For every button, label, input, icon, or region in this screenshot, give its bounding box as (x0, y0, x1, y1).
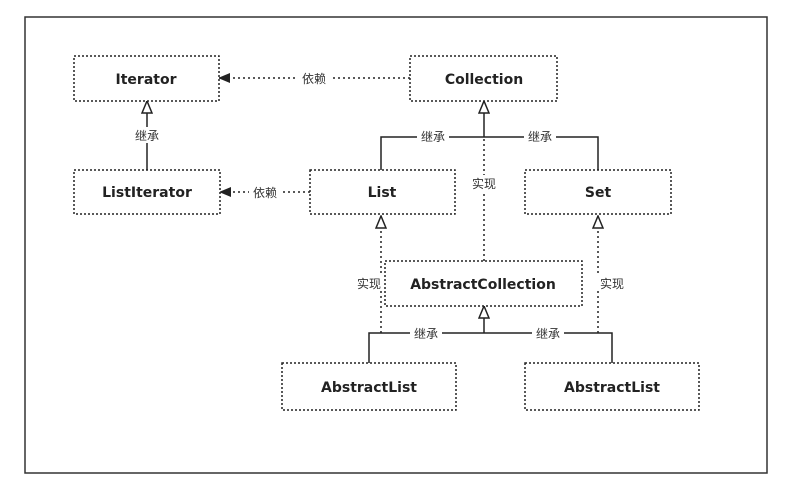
node-label: AbstractList (564, 380, 660, 396)
node-abstract-list-left[interactable]: AbstractList (281, 362, 457, 411)
edge-label-depends: 依赖 (253, 185, 277, 200)
node-label: List (368, 185, 397, 201)
node-label: AbstractCollection (410, 277, 556, 293)
edge-abstract-list-left-implements-list: 实现 (353, 216, 385, 333)
node-list-iterator[interactable]: ListIterator (73, 169, 221, 215)
node-iterator[interactable]: Iterator (73, 55, 220, 102)
edge-label-implements: 实现 (472, 176, 496, 191)
node-label: ListIterator (102, 185, 192, 201)
edge-collection-depends-iterator: 依赖 (218, 70, 410, 86)
edge-label-inherits: 继承 (421, 130, 445, 144)
edge-abstract-list-right-implements-set: 实现 (596, 216, 628, 333)
node-label: Set (585, 185, 612, 201)
edge-label-inherits: 继承 (414, 327, 438, 341)
edge-list-set-inherit-collection: 继承 继承 (380, 101, 599, 170)
node-label: Iterator (116, 72, 177, 88)
edge-label-inherits: 继承 (536, 327, 560, 341)
edge-list-depends-list-iterator: 依赖 (219, 184, 310, 200)
node-abstract-list-right[interactable]: AbstractList (524, 362, 700, 411)
node-collection[interactable]: Collection (409, 55, 558, 102)
edge-label-inherits: 继承 (135, 129, 159, 143)
edge-label-depends: 依赖 (302, 71, 326, 86)
node-label: AbstractList (321, 380, 417, 396)
edge-abstract-collection-implements-collection: 实现 (468, 137, 500, 261)
node-label: Collection (445, 72, 523, 88)
node-set[interactable]: Set (524, 169, 672, 215)
node-list[interactable]: List (309, 169, 456, 215)
edge-label-implements: 实现 (600, 276, 624, 291)
edge-abstract-lists-inherit-abstract-collection: 继承 继承 (368, 306, 613, 363)
node-abstract-collection[interactable]: AbstractCollection (384, 260, 583, 307)
edge-label-implements: 实现 (357, 276, 381, 291)
edge-list-iterator-inherits-iterator: 继承 (131, 101, 163, 170)
edge-label-inherits: 继承 (528, 130, 552, 144)
